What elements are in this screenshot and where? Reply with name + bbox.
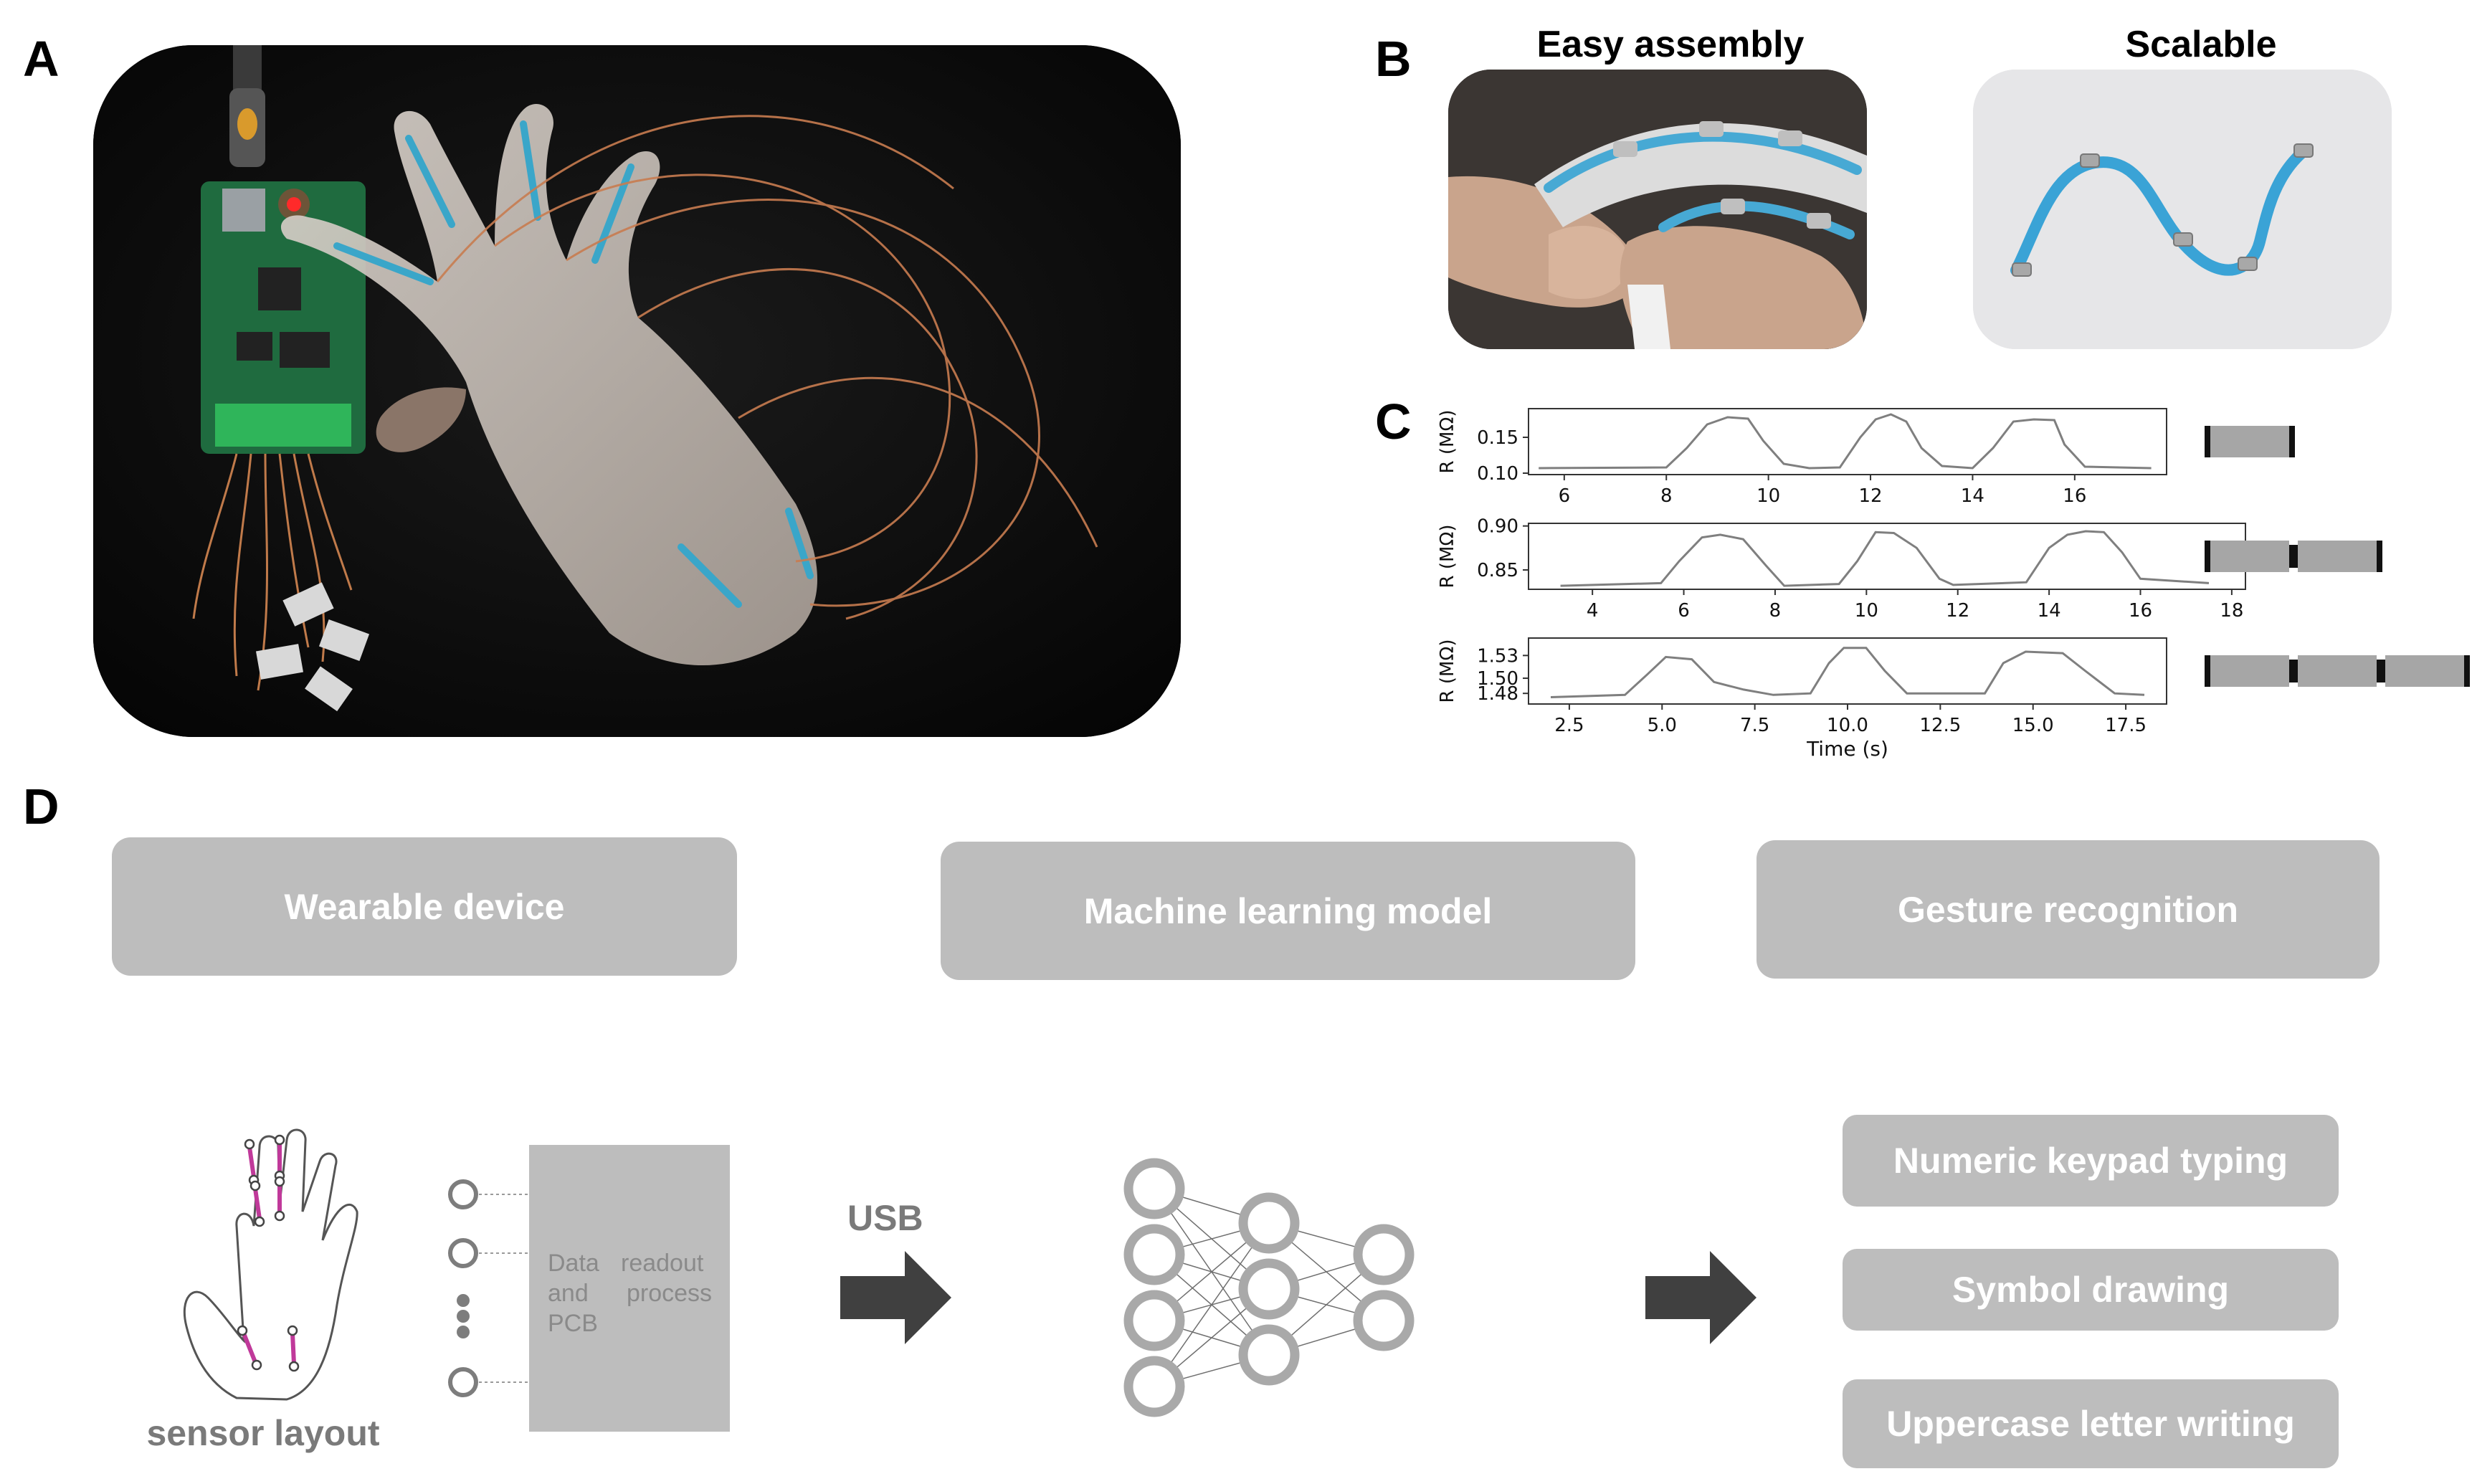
readout-word-and: and bbox=[548, 1280, 589, 1307]
x-tick-label: 15.0 bbox=[2012, 715, 2054, 736]
panel-label-a: A bbox=[23, 31, 60, 87]
readout-word-data: Data bbox=[548, 1250, 599, 1277]
panel-label-c: C bbox=[1375, 394, 1412, 450]
nn-node bbox=[1123, 1158, 1185, 1219]
y-tick-label: 1.48 bbox=[1477, 683, 1518, 705]
data-readout-pcb-box: Data readout and process PCB bbox=[529, 1145, 730, 1432]
x-tick-label: 17.5 bbox=[2105, 715, 2147, 736]
readout-word-pcb: PCB bbox=[548, 1310, 598, 1337]
readout-word-readout: readout bbox=[621, 1250, 704, 1277]
nn-node bbox=[1123, 1356, 1185, 1417]
wearable-device-box: Wearable device bbox=[112, 837, 737, 976]
nn-node bbox=[1238, 1192, 1300, 1254]
nn-node bbox=[1353, 1290, 1415, 1351]
scalable-photo bbox=[1973, 70, 2392, 349]
assembly-illustration bbox=[1448, 70, 1867, 349]
resistance-trace bbox=[1560, 530, 2210, 587]
x-tick-label: 6 bbox=[1559, 485, 1571, 507]
nn-connection bbox=[1154, 1222, 1270, 1387]
x-tick-label: 12 bbox=[1858, 485, 1882, 507]
sensor-layout-caption: sensor layout bbox=[146, 1413, 380, 1453]
numeric-keypad-typing-box: Numeric keypad typing bbox=[1843, 1115, 2339, 1207]
y-tick-label: 1.53 bbox=[1477, 645, 1518, 667]
glove-illustration bbox=[93, 45, 1181, 737]
sensor-segment-icon-2 bbox=[2205, 541, 2382, 572]
x-tick-label: 16 bbox=[2063, 485, 2086, 507]
y-tick-label: 0.10 bbox=[1477, 463, 1518, 485]
chart-frame bbox=[1528, 408, 2167, 475]
machine-learning-model-box: Machine learning model bbox=[941, 842, 1635, 980]
y-tick-label: 0.85 bbox=[1477, 560, 1518, 581]
chart-2: 4 6 8 10 12 14 16 18 0.85 0.90 R (MΩ) bbox=[1437, 516, 2246, 622]
x-tick-label: 14 bbox=[1961, 485, 1984, 507]
smart-glove-photo bbox=[93, 45, 1181, 737]
chart-1: 6 8 10 12 14 16 0.10 0.15 R (MΩ) bbox=[1437, 408, 2167, 507]
nn-node bbox=[1238, 1324, 1300, 1386]
x-tick-label: 8 bbox=[1660, 485, 1673, 507]
chart-3: 2.5 5.0 7.5 10.0 12.5 15.0 17.5 1.481.501.53 R (… bbox=[1437, 637, 2167, 761]
y-tick-label: 1.50 bbox=[1477, 668, 1518, 690]
sensor-layout-hand-icon bbox=[183, 1128, 358, 1401]
x-tick-label: 10 bbox=[1756, 485, 1780, 507]
easy-assembly-photo bbox=[1448, 70, 1867, 349]
x-axis-label: Time (s) bbox=[1806, 737, 1888, 761]
glove-wires bbox=[436, 115, 1098, 620]
y-tick-label: 0.90 bbox=[1477, 516, 1518, 538]
scalable-illustration bbox=[1973, 70, 2392, 349]
resistance-trace bbox=[1539, 413, 2152, 470]
easy-assembly-title: Easy assembly bbox=[1536, 24, 1805, 65]
x-tick-label: 10.0 bbox=[1827, 715, 1868, 736]
x-tick-label: 8 bbox=[1769, 600, 1782, 622]
nn-node bbox=[1123, 1290, 1185, 1351]
y-axis-label: R (MΩ) bbox=[1437, 525, 1458, 589]
x-tick-label: 10 bbox=[1855, 600, 1878, 622]
resistance-trace bbox=[1550, 647, 2145, 698]
uppercase-letter-writing-box: Uppercase letter writing bbox=[1843, 1379, 2339, 1468]
loose-sensor-patches bbox=[255, 582, 370, 712]
usb-arrow-icon bbox=[840, 1251, 951, 1344]
x-tick-label: 5.0 bbox=[1648, 715, 1677, 736]
glove bbox=[280, 103, 818, 665]
x-tick-label: 16 bbox=[2129, 600, 2152, 622]
signal-channels-icon bbox=[448, 1179, 531, 1397]
symbol-drawing-box: Symbol drawing bbox=[1843, 1249, 2339, 1331]
x-tick-label: 2.5 bbox=[1554, 715, 1584, 736]
sensor-segment-icon-3 bbox=[2205, 655, 2470, 687]
neural-network-icon bbox=[1123, 1158, 1415, 1417]
x-tick-label: 4 bbox=[1587, 600, 1599, 622]
readout-word-process: process bbox=[627, 1280, 713, 1307]
x-tick-label: 14 bbox=[2038, 600, 2061, 622]
resistance-time-charts: 6 8 10 12 14 16 0.10 0.15 R (MΩ) 4 6 8 10 12 14 16 18 0.8… bbox=[1437, 408, 2470, 761]
panel-label-b: B bbox=[1375, 31, 1412, 87]
y-axis-label: R (MΩ) bbox=[1437, 410, 1458, 474]
sensor-segment-icon-1 bbox=[2205, 426, 2295, 457]
y-axis-label: R (MΩ) bbox=[1437, 639, 1458, 703]
gesture-recognition-box: Gesture recognition bbox=[1756, 840, 2380, 979]
nn-node bbox=[1353, 1224, 1415, 1285]
x-tick-label: 12.5 bbox=[1919, 715, 1961, 736]
x-tick-label: 12 bbox=[1946, 600, 1969, 622]
y-tick-label: 0.15 bbox=[1477, 427, 1518, 449]
scalable-title: Scalable bbox=[2125, 24, 2277, 65]
usb-label: USB bbox=[847, 1198, 923, 1238]
x-tick-label: 18 bbox=[2220, 600, 2243, 622]
panel-label-d: D bbox=[23, 779, 60, 834]
x-tick-label: 7.5 bbox=[1740, 715, 1769, 736]
nn-node bbox=[1238, 1258, 1300, 1320]
x-tick-label: 6 bbox=[1678, 600, 1690, 622]
nn-node bbox=[1123, 1224, 1185, 1285]
glove-strain-sensors bbox=[333, 120, 814, 608]
output-arrow-icon bbox=[1645, 1251, 1756, 1344]
